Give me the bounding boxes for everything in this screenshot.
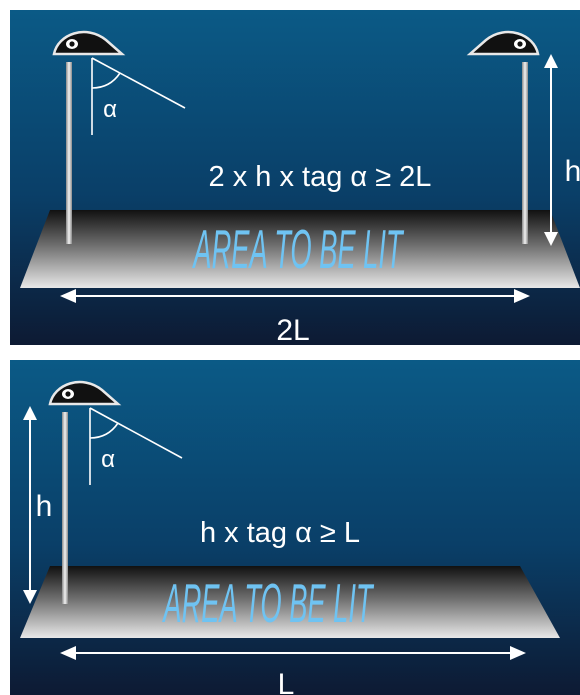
height-arrow [544,54,558,246]
left-lamp-icon [52,30,126,56]
height-arrow [23,406,37,604]
angle-arc [89,422,119,439]
bottom-diagram-canvas: AREA TO BE LIT α h x tag α ≥ L h L [10,360,580,695]
width-arrow [60,289,530,303]
light-beam-line [89,407,183,459]
top-lighting-diagram: AREA TO BE LIT α 2 x h x tag α ≥ 2L h [10,10,580,345]
right-lamp-icon [466,30,540,56]
height-label: h [565,155,580,188]
width-label: L [278,668,295,695]
angle-arc [91,72,121,89]
pole [62,412,68,604]
formula-text: 2 x h x tag α ≥ 2L [209,161,432,193]
area-to-be-lit-label: AREA TO BE LIT [162,574,375,635]
light-beam-line [91,57,186,109]
width-arrow [60,646,526,660]
area-to-be-lit-label: AREA TO BE LIT [192,220,405,281]
alpha-label: α [103,96,117,123]
ground-plate [20,566,560,638]
formula-text: h x tag α ≥ L [200,517,360,549]
left-pole [66,62,72,244]
height-label: h [36,490,53,523]
right-pole [522,62,528,244]
width-label: 2L [276,314,309,345]
lamp-icon [48,380,122,406]
alpha-label: α [101,446,115,473]
ground-plate [20,210,580,288]
bottom-lighting-diagram: AREA TO BE LIT α h x tag α ≥ L h L [10,360,580,695]
top-diagram-canvas: AREA TO BE LIT α 2 x h x tag α ≥ 2L h [10,10,580,345]
